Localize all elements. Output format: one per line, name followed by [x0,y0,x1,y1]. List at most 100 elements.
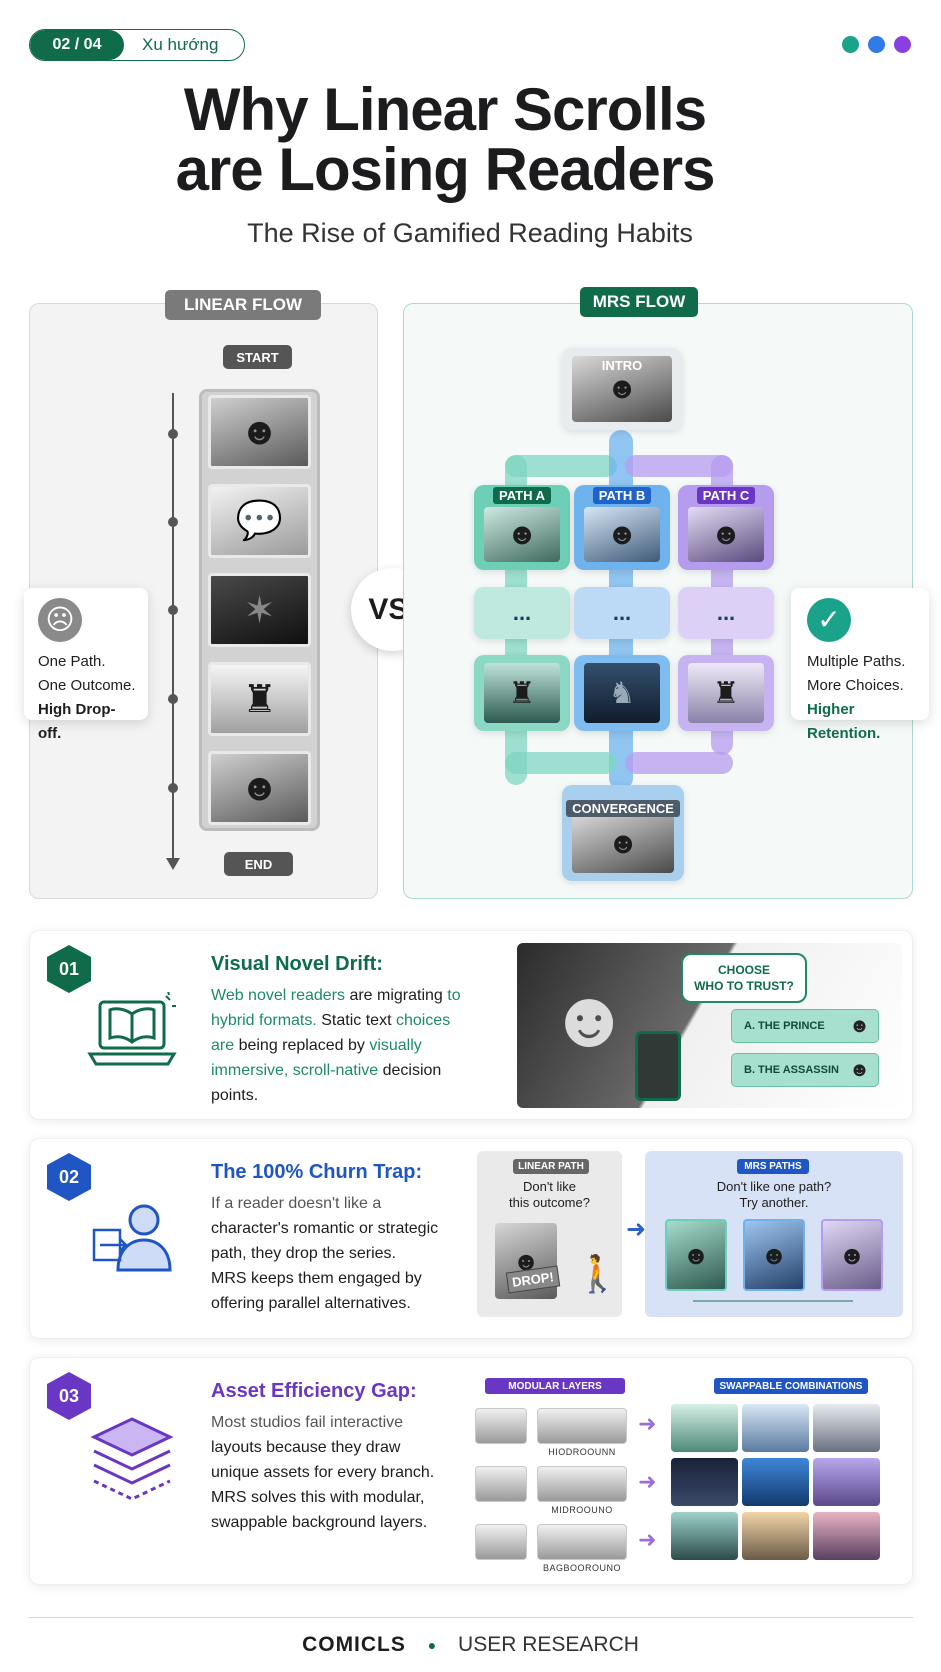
character-icon: ☻ [688,507,764,562]
mrs-summary-card: ✓ Multiple Paths. More Choices. Higher R… [791,588,929,742]
arrow-right-icon: ➜ [638,1469,657,1494]
layer-castle-thumb [475,1466,527,1502]
linear-summary-card: ☹ One Path. One Outcome. High Drop-off. [24,588,148,742]
window-dots [842,36,911,53]
combo-thumb [742,1458,809,1506]
character-icon: ☻ [572,356,672,422]
choice-bubble: CHOOSE WHO TO TRUST? [681,953,807,1003]
laptop-book-svg [87,992,177,1066]
purple-dot [894,36,911,53]
section-title: The 100% Churn Trap: [211,1161,423,1183]
section-number: 01 [47,945,91,993]
choice-option-b: B. THE ASSASSIN ☻ [731,1053,879,1087]
section-visual-novel-drift: 01 Visual Novel Drift: Web novel readers… [29,930,913,1120]
comic-strip: ☻ 💬 ✶ ♜ ☻ [199,389,320,831]
character-icon: ☻ [584,507,660,562]
choice-option-a: A. THE PRINCE ☻ [731,1009,879,1043]
card-line: One Path. [38,653,106,670]
phone-icon [635,1031,681,1101]
start-chip: START [223,345,292,369]
bubble-line: WHO TO TRUST? [694,979,794,993]
layer-caption: MIDROOUNO [551,1505,613,1515]
path-c-node: ☻ PATH C [678,485,774,570]
layer-caption: BAGBOOROUNO [542,1563,621,1573]
knight-icon: ♞ [584,663,660,723]
scene-node-b: ♞ [574,655,670,731]
section-number: 02 [47,1153,91,1201]
bubble-line: CHOOSE [717,963,770,977]
card-line: One Outcome. [38,677,136,694]
section-number: 03 [47,1372,91,1420]
mrs-flow-tag: MRS FLOW [580,287,698,317]
paths-baseline [693,1300,853,1302]
card-line-bold: High Drop-off. [38,701,116,742]
character-icon: ☻ [484,507,560,562]
path-a-text: PATH A [493,487,551,504]
section-churn-trap: 02 The 100% Churn Trap: If a reader does… [29,1138,913,1339]
pipe-purple [625,752,733,774]
combo-thumb [742,1512,809,1560]
comic-panel: ♜ [208,662,311,736]
body-text-highlight: visually immersive, scroll-native [211,1037,422,1079]
combo-thumb [813,1404,880,1452]
path-thumb-blue: ☻ [743,1219,805,1291]
path-b-node: ☻ PATH B [574,485,670,570]
comic-panel: ✶ [208,573,311,647]
pipe-purple [625,455,733,477]
timeline-dot [168,517,178,527]
body-line: MRS solves this with modular, [211,1489,425,1506]
combo-thumb [671,1404,738,1452]
layer-thumb-2 [537,1466,627,1502]
body-line: layouts because they draw [211,1439,401,1456]
footer-subtitle: USER RESEARCH [458,1633,639,1656]
mrs-paths-question: Don't like one path? Try another. [645,1179,903,1211]
comic-panel: ☻ [208,751,311,825]
path-b-text: PATH B [592,487,652,504]
footer-divider [29,1617,913,1618]
timeline-dot [168,429,178,439]
scene-node-c: ♜ [678,655,774,731]
section-asset-efficiency: 03 Asset Efficiency Gap: Most studios fa… [29,1357,913,1585]
walking-person-icon: 🚶 [575,1253,620,1294]
body-line: character's romantic or strategic [211,1220,439,1237]
body-text: decision points. [211,1062,442,1104]
page-indicator: 02 / 04 Xu hướng [29,29,245,61]
teal-dot [842,36,859,53]
path-a-label: PATH A [474,487,570,504]
prince-avatar-icon: ☻ [848,1014,870,1037]
layer-character-thumb [475,1408,527,1444]
body-text: Static text [316,1012,396,1029]
title-line-1: Why Linear Scrolls [183,76,707,143]
timeline-arrow-icon [166,858,180,870]
page-number: 02 / 04 [30,30,124,60]
body-text-highlight: Web novel readers [211,987,345,1004]
convergence-node: ☻ CONVERGENCE [562,785,684,881]
linear-flow-tag: LINEAR FLOW [165,290,321,320]
castle-icon: ♜ [688,663,764,723]
swappable-combinations-tag: SWAPPABLE COMBINATIONS [714,1378,868,1394]
body-line: If a reader doesn't like a [211,1195,382,1212]
timeline-dot [168,783,178,793]
card-line-bold: Higher Retention. [807,701,881,742]
combo-thumb [671,1512,738,1560]
body-line: offering parallel alternatives. [211,1295,411,1312]
body-line: Most studios fail interactive [211,1414,404,1431]
character-icon: ☻ [239,410,280,453]
card-line: Multiple Paths. [807,653,906,670]
option-text: B. THE ASSASSIN [744,1064,839,1076]
body-line: path, they drop the series. [211,1245,396,1262]
speech-icon: 💬 [235,500,284,542]
comic-panel: ☻ [208,395,311,469]
linear-path-question: Don't like this outcome? [477,1179,622,1211]
mrs-paths-tag: MRS PATHS [737,1159,809,1174]
intro-label: INTRO [601,358,643,373]
section-body: Most studios fail interactive layouts be… [211,1410,461,1535]
blue-dot [868,36,885,53]
arrow-right-icon: ➜ [626,1216,647,1243]
combo-thumb [671,1458,738,1506]
ellipsis-node-b: ... [574,587,670,639]
choice-illustration: ☻ CHOOSE WHO TO TRUST? A. THE PRINCE ☻ B… [517,943,902,1108]
ellipsis-node-a: ... [474,587,570,639]
assassin-avatar-icon: ☻ [848,1058,870,1081]
layers-icon [82,1417,182,1508]
